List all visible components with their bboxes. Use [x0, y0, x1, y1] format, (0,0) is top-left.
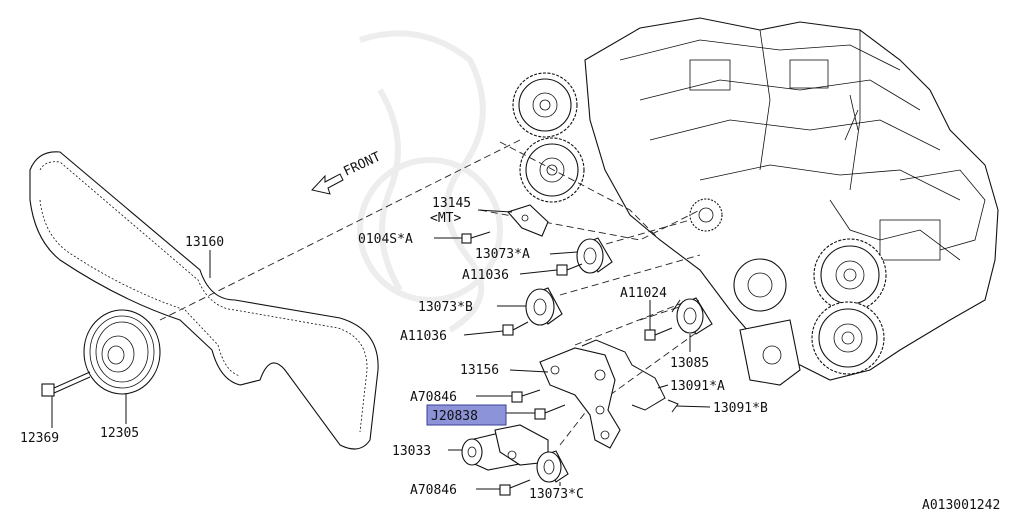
highlight-j20838: [426, 404, 507, 426]
crank-bolt: [41, 371, 91, 397]
label-13033: 13033: [392, 444, 431, 459]
idler-13073-a: [576, 237, 613, 274]
bolt-a70846-bottom: [499, 479, 531, 496]
figure-id: A013001242: [922, 498, 1000, 512]
idler-13073-c: [536, 450, 569, 483]
crank-sprocket: [689, 198, 723, 232]
cam-sprocket-upper: [512, 72, 578, 138]
watermark-logo: [357, 30, 503, 333]
label-a11036-top: A11036: [462, 268, 509, 283]
label-a70846-bottom: A70846: [410, 483, 457, 498]
belt-guide-13091-b: [667, 399, 679, 413]
cam-sprocket-right-upper: [813, 238, 887, 312]
label-13085: 13085: [670, 356, 709, 371]
label-13073-b: 13073*B: [418, 300, 473, 315]
label-13091-a: 13091*A: [670, 379, 725, 394]
label-13073-a: 13073*A: [475, 247, 530, 262]
tensioner-bracket: [539, 347, 621, 449]
label-a70846-top: A70846: [410, 390, 457, 405]
label-j20838[interactable]: J20838: [431, 409, 478, 424]
idler-13085: [676, 297, 713, 335]
label-12369: 12369: [20, 431, 59, 446]
cam-sprocket-lower: [519, 137, 585, 203]
leader-lines: [51, 209, 711, 490]
bolt-j20838: [534, 404, 566, 420]
label-0104s-a: 0104S*A: [358, 232, 413, 247]
bolt-a11036-mid: [502, 321, 529, 336]
label-13160: 13160: [185, 235, 224, 250]
bolt-a70846-top: [511, 389, 541, 403]
belt-guide-13091-a: [581, 339, 666, 411]
bolt-a11036-top: [556, 263, 583, 276]
timing-belt: [29, 151, 379, 450]
label-13145-mt: <MT>: [430, 211, 461, 226]
callout-labels: 13145 <MT> 0104S*A 13073*A A11036 13160 …: [20, 196, 1000, 513]
idler-13073-b: [525, 287, 563, 326]
label-a11036-mid: A11036: [400, 329, 447, 344]
crank-pulley: [83, 309, 161, 395]
label-13156: 13156: [460, 363, 499, 378]
label-13091-b: 13091*B: [713, 401, 768, 416]
bracket-13145: [507, 204, 549, 237]
label-a11024: A11024: [620, 286, 667, 301]
label-13145: 13145: [432, 196, 471, 211]
bolt-0104s-a: [461, 231, 491, 244]
label-13073-c: 13073*C: [529, 487, 584, 502]
label-12305: 12305: [100, 426, 139, 441]
tensioner-13033: [461, 424, 549, 471]
front-label: FRONT: [341, 149, 383, 179]
engine-block: [584, 17, 999, 386]
cam-sprocket-right-lower: [811, 301, 885, 375]
bolt-a11024: [644, 327, 673, 341]
